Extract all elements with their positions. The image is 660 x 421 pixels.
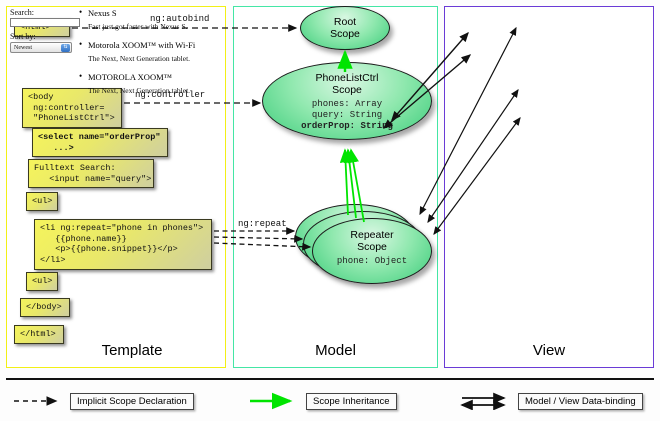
chevron-updown-icon: ⇅ [61, 44, 70, 52]
phone-snippet: The Next, Next Generation tablet. [88, 54, 191, 63]
code-box-body-open: <body ng:controller= "PhoneListCtrl"> [22, 88, 122, 128]
legend-label-model-view-data-binding: Model / View Data-binding [518, 392, 643, 410]
edge-label-controller: ng:controller [135, 90, 206, 100]
list-item[interactable]: Nexus S Fast just got faster with Nexus … [78, 7, 202, 31]
column-label-template: Template [101, 342, 163, 359]
search-input[interactable] [10, 18, 80, 27]
column-model: Model [233, 6, 438, 368]
legend-label-implicit-scope-declaration: Implicit Scope Declaration [70, 392, 194, 410]
scope-repeater: Repeater Scope phone: Object [312, 218, 432, 284]
sort-by-select[interactable]: Newest ⇅ [10, 42, 72, 53]
phone-snippet: The Next, Next Generation tablet. [88, 86, 191, 95]
scope-repeater-title: Repeater Scope [350, 229, 394, 254]
code-box-body-close: </body> [20, 298, 70, 317]
code-box-html-close: </html> [14, 325, 64, 344]
column-label-model: Model [315, 342, 356, 359]
phone-list: Nexus S Fast just got faster with Nexus … [78, 7, 202, 104]
scope-repeater-props: phone: Object [336, 256, 408, 267]
legend-item-scope-inheritance: Scope Inheritance [248, 392, 397, 410]
edge-label-repeat: ng:repeat [238, 219, 287, 229]
legend-label-scope-inheritance: Scope Inheritance [306, 392, 397, 410]
phone-name[interactable]: Motorola XOOM™ with Wi-Fi [78, 39, 202, 50]
list-item[interactable]: MOTOROLA XOOM™ The Next, Next Generation… [78, 71, 202, 95]
scope-phonelistctrl-bold-prop: orderProp: String [301, 120, 393, 131]
code-box-select: <select name="orderProp" ...> [32, 128, 168, 158]
phone-name[interactable]: Nexus S [78, 7, 202, 18]
scope-phonelistctrl-props: phones: Array query: String [311, 99, 383, 120]
dashed-arrow-icon [14, 396, 58, 406]
code-box-li-repeat: <li ng:repeat="phone in phones"> {{phone… [34, 219, 212, 270]
legend-divider [6, 378, 654, 380]
double-arrow-icon [460, 392, 506, 410]
sort-by-selected-value: Newest [14, 45, 32, 51]
code-box-fulltext-search: Fulltext Search: <input name="query"> [28, 159, 154, 189]
list-item[interactable]: Motorola XOOM™ with Wi-Fi The Next, Next… [78, 39, 202, 63]
column-label-view: View [532, 342, 566, 359]
legend-item-model-view-data-binding: Model / View Data-binding [460, 392, 643, 410]
search-label: Search: [10, 8, 34, 17]
scope-phonelistctrl-title: PhoneListCtrl Scope [315, 72, 379, 97]
green-arrow-icon [250, 392, 293, 410]
edge-label-autobind: ng:autobind [150, 14, 210, 24]
phone-name[interactable]: MOTOROLA XOOM™ [78, 71, 202, 82]
view-form: Search: Sort by: Newest ⇅ [10, 8, 82, 53]
scope-root-title: Root Scope [330, 16, 360, 41]
code-box-ul-open: <ul> [26, 192, 58, 211]
column-view: View [444, 6, 654, 368]
scope-phonelistctrl: PhoneListCtrl Scope phones: Array query:… [262, 62, 432, 140]
code-box-ul-close: <ul> [26, 272, 58, 291]
legend-item-implicit-scope-declaration: Implicit Scope Declaration [12, 392, 194, 410]
sort-by-label: Sort by: [10, 32, 36, 41]
scope-root: Root Scope [300, 6, 390, 50]
phone-snippet: Fast just got faster with Nexus S. [88, 22, 188, 31]
